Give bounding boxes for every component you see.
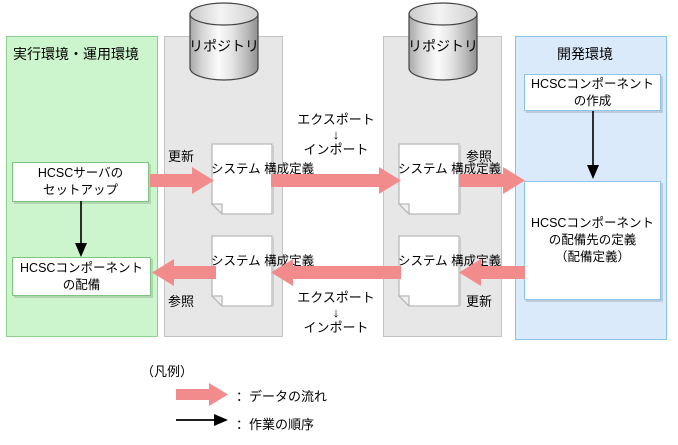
- label-transfer-top-export: エクスポート: [297, 112, 375, 127]
- doc-sysdef-right-bottom-label: システム 構成定義: [398, 253, 501, 269]
- flow-arrow-import-right-to-left: [271, 259, 401, 286]
- label-update-top: 更新: [168, 149, 195, 164]
- label-transfer-top-import: インポート: [303, 141, 369, 157]
- box-hcsc-component-deploy-line-2: の配備: [62, 277, 101, 292]
- repository-right-label: リポジトリ: [408, 38, 478, 54]
- flow-arrow-sysdef-left-to-deploy: [152, 259, 216, 286]
- repository-left-cylinder: [189, 2, 259, 82]
- doc-sysdef-left-top-label: システム 構成定義: [211, 161, 314, 177]
- box-hcsc-component-target-line-1: HCSCコンポーネント: [531, 216, 654, 231]
- box-hcsc-component-create: HCSCコンポーネント の作成: [524, 74, 661, 111]
- legend-title: （凡例）: [141, 364, 194, 379]
- flow-arrow-export-left-to-right: [271, 167, 401, 194]
- flow-arrow-sysdef-right-to-develop: [459, 167, 525, 194]
- doc-sysdef-right-top-line-1: システム: [398, 162, 448, 176]
- legend-data-flow-label: ：データの流れ: [236, 389, 328, 404]
- doc-sysdef-left-bottom-label: システム 構成定義: [211, 253, 314, 269]
- repository-left-label: リポジトリ: [189, 38, 259, 54]
- label-reference-bottom: 参照: [168, 294, 195, 309]
- doc-sysdef-left-top: [210, 143, 277, 216]
- doc-sysdef-left-bottom-line-2: 構成定義: [264, 254, 315, 268]
- legend-work-order-arrow-icon: [176, 411, 228, 429]
- label-transfer-top: エクスポート ↓ インポート: [290, 112, 382, 158]
- panel-title-runtime: 実行環境・運用環境: [13, 46, 139, 62]
- seq-arrow-setup-to-deploy: [72, 201, 90, 259]
- doc-sysdef-right-bottom: [397, 235, 464, 308]
- doc-sysdef-left-bottom: [210, 235, 277, 308]
- doc-sysdef-right-top: [397, 143, 464, 216]
- legend-data-flow-arrow-icon: [176, 383, 228, 406]
- box-hcsc-component-create-line-1: HCSCコンポーネント: [531, 76, 654, 91]
- legend-work-order-label: ：作業の順序: [236, 417, 315, 432]
- flow-arrow-develop-to-sysdef-right: [459, 259, 525, 286]
- doc-sysdef-right-bottom-line-1: システム: [398, 254, 448, 268]
- doc-sysdef-right-top-line-2: 構成定義: [451, 162, 502, 176]
- repository-right-cylinder: [408, 2, 478, 82]
- box-hcsc-component-deploy-target: HCSCコンポーネント の配備先の定義 （配備定義）: [524, 181, 661, 300]
- box-hcsc-server-setup: HCSCサーバの セットアップ: [12, 162, 149, 202]
- label-update-bottom: 更新: [466, 294, 493, 309]
- doc-sysdef-left-bottom-line-1: システム: [211, 254, 261, 268]
- flow-arrow-setup-to-sysdef-left: [150, 167, 214, 194]
- doc-sysdef-right-bottom-line-2: 構成定義: [451, 254, 502, 268]
- box-hcsc-component-deploy-line-1: HCSCコンポーネント: [20, 260, 143, 275]
- seq-arrow-create-to-target: [584, 111, 602, 181]
- label-transfer-bottom: エクスポート ↓ インポート: [290, 290, 382, 336]
- label-transfer-bottom-import: インポート: [303, 319, 369, 335]
- doc-sysdef-right-top-label: システム 構成定義: [398, 161, 501, 177]
- label-transfer-top-separator-icon: ↓: [332, 126, 340, 142]
- label-reference-top: 参照: [466, 149, 493, 164]
- doc-sysdef-left-top-line-1: システム: [211, 162, 261, 176]
- label-transfer-bottom-separator-icon: ↓: [332, 304, 340, 320]
- box-hcsc-component-deploy: HCSCコンポーネント の配備: [12, 257, 151, 296]
- box-hcsc-component-target-line-2: の配備先の定義: [548, 233, 637, 248]
- label-transfer-bottom-export: エクスポート: [297, 290, 375, 305]
- box-hcsc-server-setup-line-2: セットアップ: [42, 183, 118, 197]
- doc-sysdef-left-top-line-2: 構成定義: [264, 162, 315, 176]
- box-hcsc-component-target-line-3: （配備定義）: [554, 249, 630, 264]
- box-hcsc-component-create-line-2: の作成: [573, 93, 612, 108]
- panel-title-development: 開発環境: [557, 46, 613, 62]
- box-hcsc-server-setup-line-1: HCSCサーバの: [37, 166, 124, 181]
